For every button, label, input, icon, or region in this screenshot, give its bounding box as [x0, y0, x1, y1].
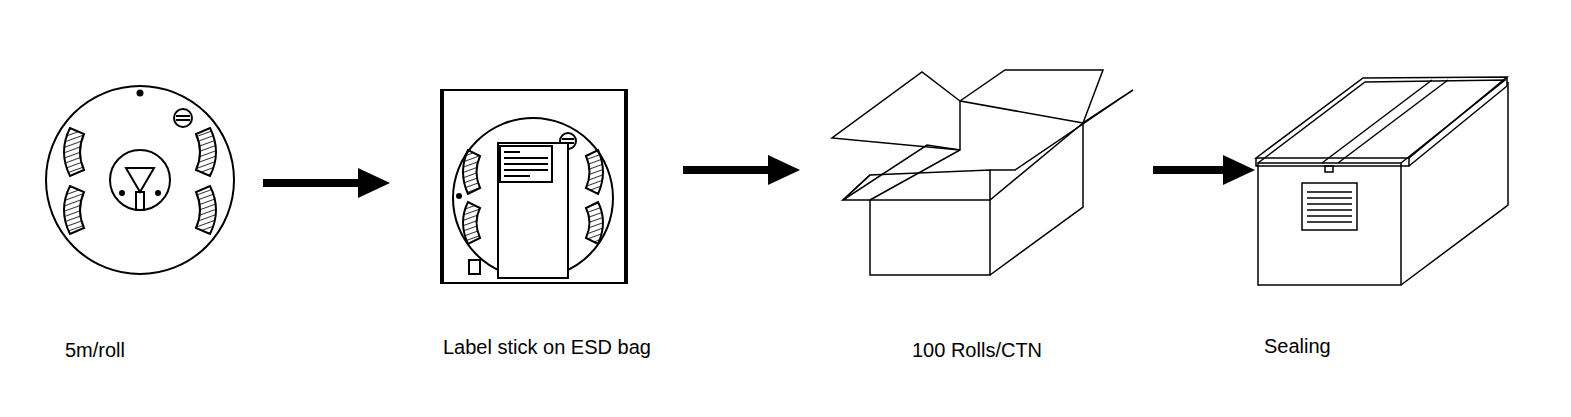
caption: Sealing: [1264, 334, 1331, 358]
flow-arrow: [1153, 155, 1255, 185]
caption: 100 Rolls/CTN: [912, 338, 1042, 362]
caption: 5m/roll: [65, 338, 125, 362]
sealed-carton-illustration: [1256, 77, 1508, 285]
flow-arrow: [263, 168, 390, 198]
flow-arrow: [683, 155, 800, 185]
esd-bag-illustration: [441, 90, 627, 283]
illustration-node: 5m/roll: [45, 88, 235, 272]
reel-illustration: [46, 86, 234, 274]
open-carton-illustration: [832, 70, 1133, 275]
illustration-node: Sealing: [1255, 76, 1510, 288]
caption: Label stick on ESD bag: [443, 335, 651, 359]
illustration-node: Label stick on ESD bag: [440, 88, 630, 284]
illustration-node: 100 Rolls/CTN: [830, 70, 1135, 276]
